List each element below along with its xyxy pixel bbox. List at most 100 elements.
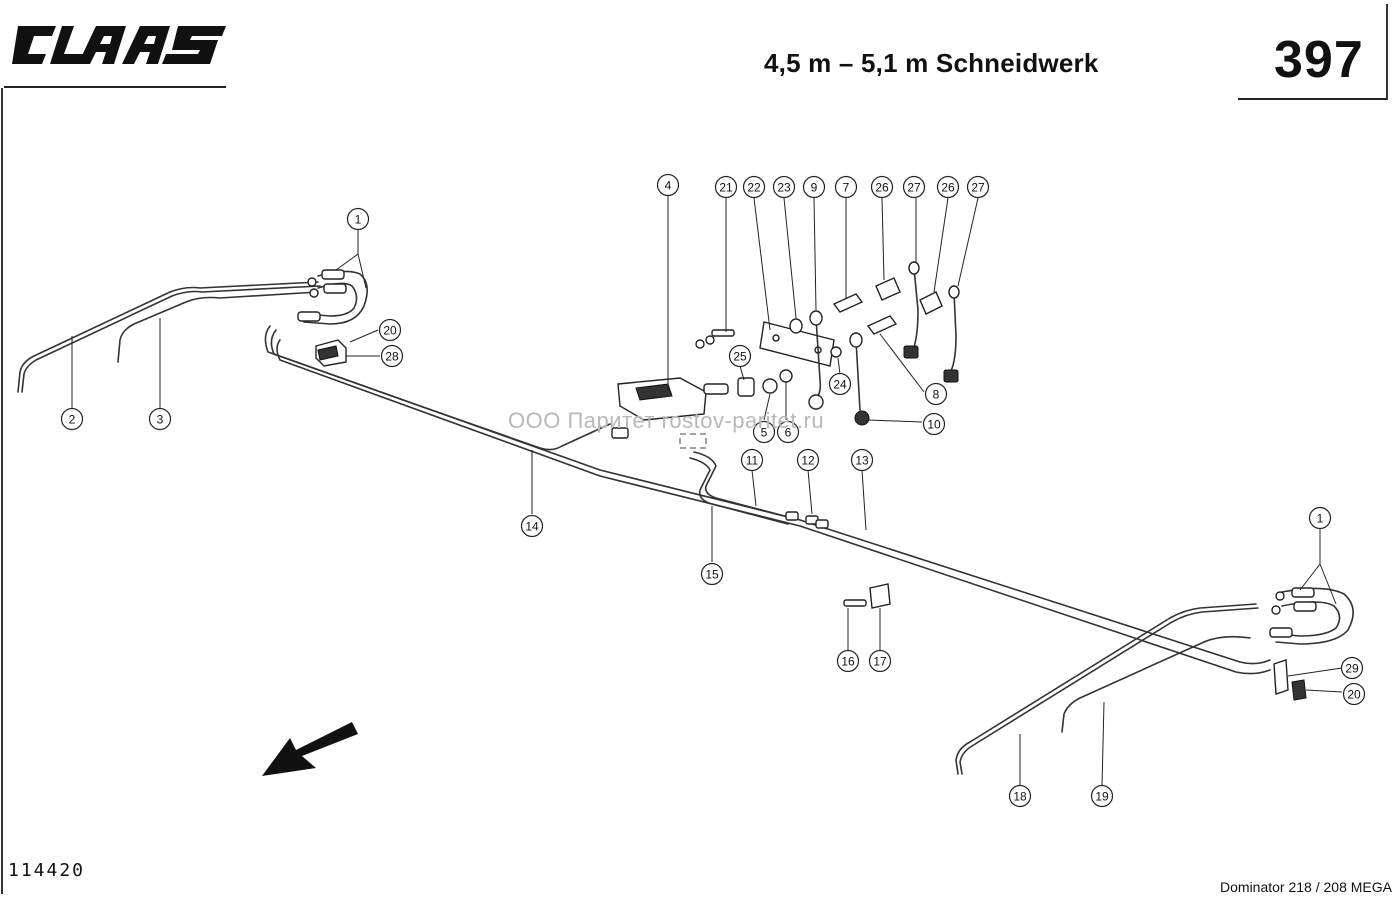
callout-16: 16 — [836, 649, 860, 673]
callout-circle — [936, 175, 960, 199]
callout-label: 8 — [933, 388, 940, 402]
callout-label: 26 — [875, 181, 889, 195]
watermark: ООО Паритет rostov-paritet.ru — [508, 408, 825, 433]
callout-circle — [1090, 784, 1114, 808]
pipe-15-b — [689, 457, 789, 525]
pipe-13-main-b — [276, 339, 1271, 675]
callout-label: 22 — [747, 181, 761, 195]
callout-circle — [728, 344, 752, 368]
callout-4: 4 — [656, 173, 680, 197]
nut-27a — [903, 345, 919, 359]
callout-5: 5 — [752, 420, 776, 444]
callout-circle — [796, 448, 820, 472]
pipe-27b — [947, 291, 957, 377]
callout-27: 27 — [902, 175, 926, 199]
fitting-25 — [703, 383, 729, 395]
nut-21 — [705, 335, 715, 345]
callout-circle — [902, 175, 926, 199]
fitting-26b — [919, 291, 943, 315]
callout-10: 10 — [922, 412, 946, 436]
callout-label: 6 — [785, 426, 792, 440]
plate-hole-a — [772, 334, 780, 342]
ring-23 — [789, 318, 803, 334]
callout-label: 13 — [855, 454, 869, 468]
callout-label: 20 — [383, 324, 397, 338]
direction-arrow — [262, 722, 358, 776]
logo-underline — [4, 86, 226, 88]
claas-logo — [12, 26, 226, 64]
callout-label: 26 — [941, 181, 955, 195]
callout-label: 19 — [1095, 790, 1109, 804]
page-title: 4,5 m – 5,1 m Schneidwerk — [764, 48, 1099, 78]
callout-circle — [700, 562, 724, 586]
callout-label: 24 — [833, 378, 847, 392]
callout-circle — [520, 514, 544, 538]
callout-label: 12 — [801, 454, 815, 468]
pipe-18 — [955, 603, 1257, 775]
callout-3: 3 — [148, 407, 172, 431]
callout-20: 20 — [1342, 682, 1366, 706]
callout-label: 29 — [1345, 662, 1359, 676]
callout-26: 26 — [936, 175, 960, 199]
callout-29: 29 — [1340, 656, 1364, 680]
callout-label: 27 — [971, 181, 985, 195]
callout-circle — [752, 420, 776, 444]
callout-24: 24 — [828, 372, 852, 396]
fitting-8 — [866, 315, 898, 335]
callout-20: 20 — [378, 318, 402, 342]
hose-fitting-1a — [321, 269, 345, 280]
callout-label: 28 — [385, 350, 399, 364]
callout-circle — [834, 175, 858, 199]
clip-block-left — [317, 345, 339, 361]
pipe-19 — [1061, 635, 1251, 733]
callout-15: 15 — [700, 562, 724, 586]
callout-6: 6 — [776, 420, 800, 444]
callout-label: 23 — [777, 181, 791, 195]
callout-circle — [850, 448, 874, 472]
callout-circle — [1008, 784, 1032, 808]
valve-block-4-port — [635, 383, 673, 401]
callout-circle — [922, 412, 946, 436]
callout-circle — [1342, 682, 1366, 706]
frame-right-border — [1386, 4, 1388, 100]
fitting-7 — [832, 293, 864, 313]
callout-circle — [714, 175, 738, 199]
callout-label: 16 — [841, 655, 855, 669]
pipe-27a — [911, 267, 919, 353]
pipe-10 — [855, 339, 861, 411]
callout-circle — [742, 175, 766, 199]
callout-circle — [380, 344, 404, 368]
callout-23: 23 — [772, 175, 796, 199]
clip-20-right — [1291, 679, 1307, 701]
washer-21 — [695, 339, 705, 349]
hose-fitting-r3 — [1269, 627, 1293, 638]
eye-9 — [809, 310, 823, 326]
callout-label: 5 — [761, 426, 768, 440]
hose-fitting-1c — [297, 311, 321, 322]
pipe-nut-3 — [309, 288, 319, 298]
callout-circle — [966, 175, 990, 199]
callout-12: 12 — [796, 448, 820, 472]
dashed-detail-15 — [679, 433, 707, 449]
callout-9: 9 — [802, 175, 826, 199]
callout-circle — [656, 173, 680, 197]
pipe-nut-19 — [1271, 605, 1281, 615]
fitting-14 — [611, 427, 629, 439]
connector-13 — [815, 519, 829, 529]
callout-label: 15 — [705, 568, 719, 582]
callout-circle — [1340, 656, 1364, 680]
callout-circle — [802, 175, 826, 199]
callout-label: 9 — [811, 181, 818, 195]
callout-label: 25 — [733, 350, 747, 364]
eye-27a — [908, 261, 920, 275]
washer-24 — [830, 346, 842, 358]
bolt-16 — [843, 599, 867, 607]
callout-label: 14 — [525, 520, 539, 534]
callout-label: 18 — [1013, 790, 1027, 804]
callout-label: 4 — [665, 179, 672, 193]
drawing-number: 114420 — [8, 860, 86, 881]
hose-fitting-r2 — [1293, 601, 1317, 612]
clamp-17 — [869, 583, 891, 609]
callout-label: 7 — [843, 181, 850, 195]
